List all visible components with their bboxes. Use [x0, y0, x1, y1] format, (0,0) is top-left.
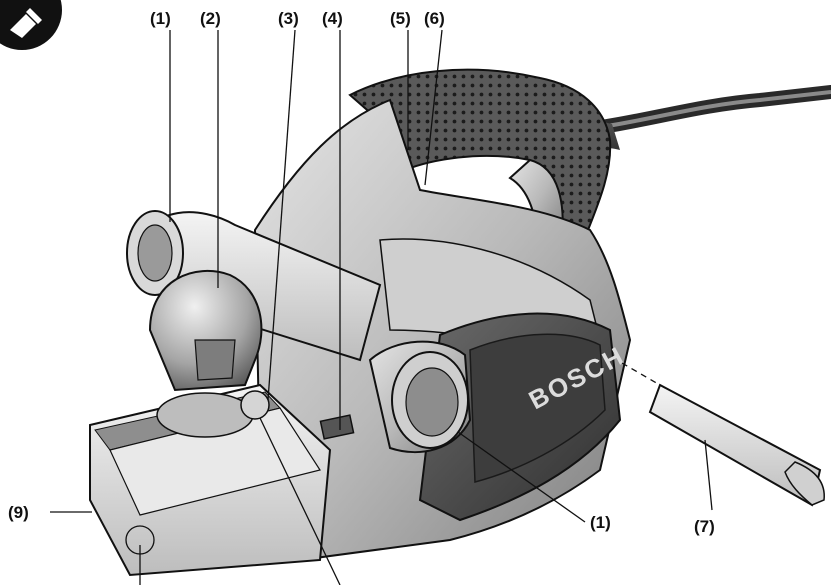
- callout-5: (5): [390, 9, 411, 28]
- callout-2: (2): [200, 9, 221, 28]
- guide-arrow-line: [621, 362, 666, 389]
- callout-7: (7): [694, 517, 715, 536]
- callout-3: (3): [278, 9, 299, 28]
- chip-ejector-side: [368, 340, 472, 454]
- callout-9: (9): [8, 503, 29, 522]
- depth-knob: [148, 270, 263, 392]
- callout-1-bottom: (1): [590, 513, 611, 532]
- callout-1-top: (1): [150, 9, 171, 28]
- callout-6: (6): [424, 9, 445, 28]
- manual-tool-icon: [0, 0, 62, 50]
- motor-housing: [253, 98, 632, 562]
- leader-lines: [50, 29, 713, 585]
- parallel-guide: [648, 383, 825, 507]
- callout-4: (4): [322, 9, 343, 28]
- switch-lock: [319, 414, 355, 440]
- chip-ejector-top: [126, 210, 382, 362]
